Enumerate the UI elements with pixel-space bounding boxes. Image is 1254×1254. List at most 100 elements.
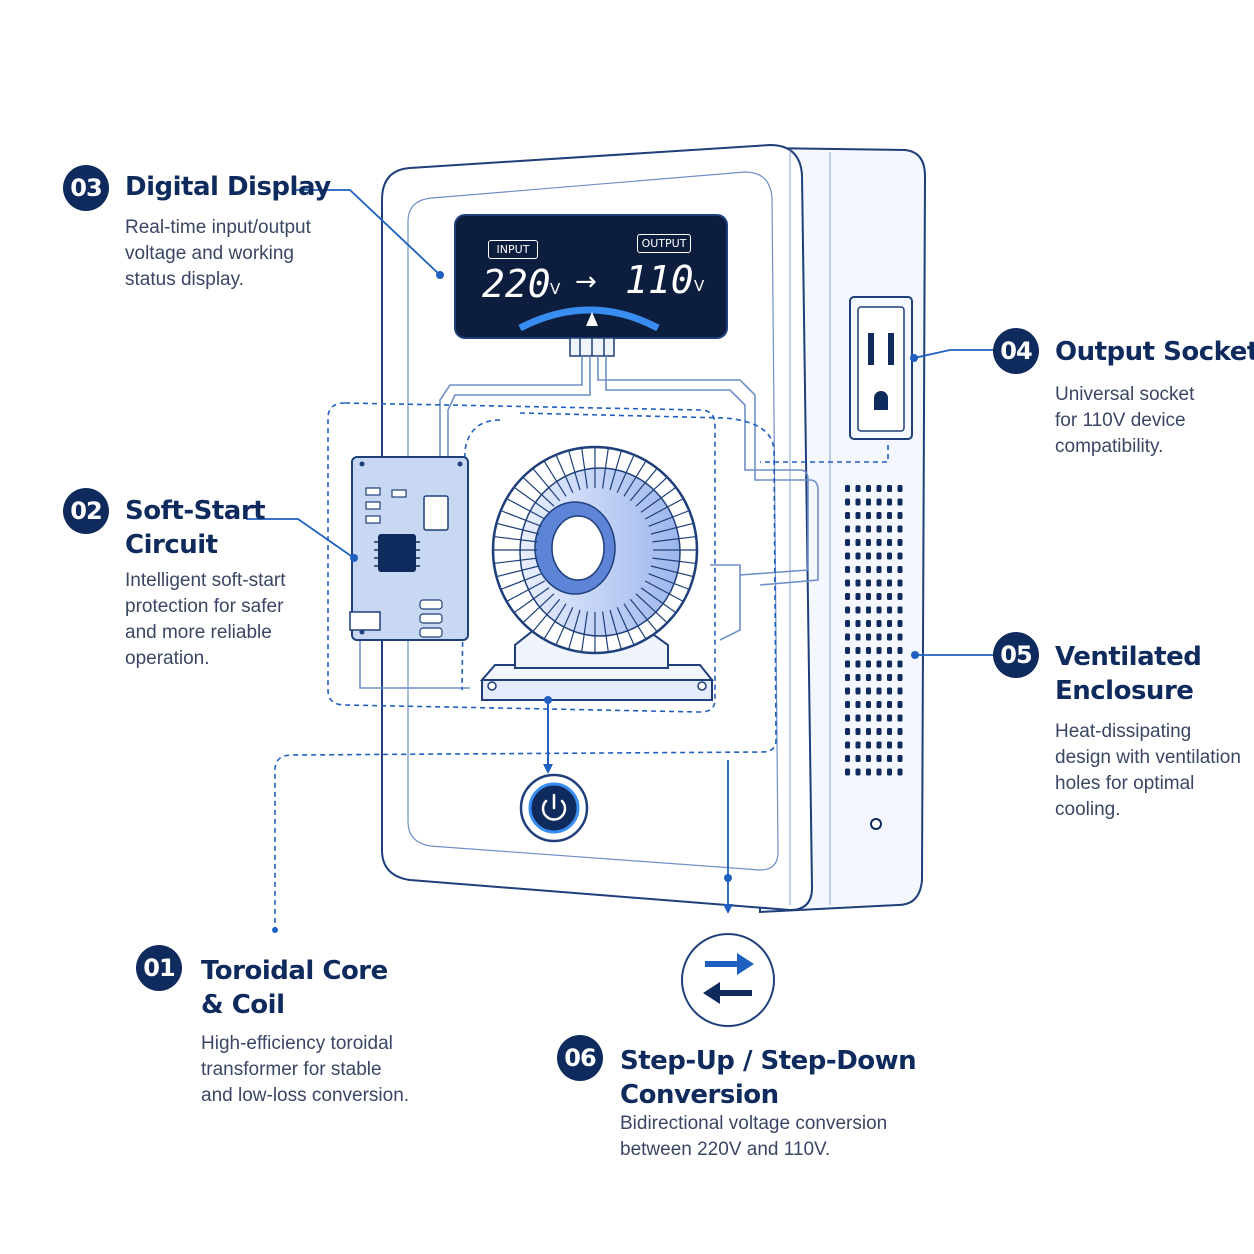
callout-title: Step-Up / Step-Down Conversion xyxy=(620,1046,917,1110)
vent-hole xyxy=(897,525,903,533)
vent-hole xyxy=(845,606,850,614)
vent-hole xyxy=(845,485,850,492)
coil-winding xyxy=(635,477,667,507)
coil-winding xyxy=(609,609,622,649)
outlet-icon[interactable] xyxy=(849,296,913,440)
vent-hole xyxy=(876,566,882,573)
vent-hole xyxy=(855,620,861,627)
vent-hole xyxy=(845,620,850,627)
vent-hole xyxy=(876,593,882,600)
vent-hole xyxy=(855,768,861,776)
vent-hole xyxy=(845,741,850,749)
vent-hole xyxy=(876,755,882,762)
vent-hole xyxy=(887,593,892,600)
callout-number-badge: 06 xyxy=(557,1035,603,1081)
vent-hole xyxy=(876,687,882,695)
vent-hole xyxy=(876,674,882,681)
display-connector xyxy=(569,337,615,357)
callout-number-badge: 04 xyxy=(993,328,1039,374)
dashed-highlight-outlines xyxy=(274,402,889,935)
vent-hole xyxy=(855,633,861,641)
lcd-input-value: 220 xyxy=(482,262,551,306)
toroid-icon xyxy=(479,445,715,701)
vent-hole xyxy=(876,647,882,654)
internal-wiring xyxy=(359,356,819,689)
vent-hole xyxy=(855,728,861,735)
vent-hole xyxy=(855,741,861,749)
vent-hole xyxy=(855,498,861,506)
vent-hole xyxy=(855,485,861,492)
coil-winding xyxy=(523,593,555,623)
coil-winding xyxy=(650,565,693,577)
vent-hole xyxy=(876,728,882,735)
vent-hole xyxy=(845,714,850,722)
callout-number-badge: 02 xyxy=(63,488,109,534)
coil-winding xyxy=(555,607,574,645)
vent-hole xyxy=(897,687,903,695)
power-button-icon[interactable] xyxy=(519,773,589,843)
vent-hole xyxy=(887,579,892,587)
vent-hole xyxy=(887,755,892,762)
vent-hole xyxy=(866,620,871,627)
vent-hole xyxy=(845,728,850,735)
coil-winding xyxy=(501,573,542,590)
vent-hole xyxy=(897,593,903,600)
coil-winding xyxy=(602,448,609,489)
vent-hole xyxy=(887,687,892,695)
callout-description: Heat-dissipating design with ventilation… xyxy=(1055,721,1241,820)
vent-hole xyxy=(887,674,892,681)
callout-title: Ventilated Enclosure xyxy=(1055,642,1202,706)
vent-hole xyxy=(897,498,903,506)
vent-hole xyxy=(887,539,892,546)
vent-hole xyxy=(845,512,850,519)
vent-hole xyxy=(866,512,871,519)
lcd-arrow: → xyxy=(575,267,597,297)
coil-winding xyxy=(507,498,546,520)
lcd-input-unit: V xyxy=(550,280,561,298)
vent-hole xyxy=(855,701,861,708)
vent-hole xyxy=(897,701,903,708)
vent-hole xyxy=(887,633,892,641)
vent-hole xyxy=(897,660,903,668)
circuit-board-icon xyxy=(349,456,469,641)
callout-number-badge: 05 xyxy=(993,632,1039,678)
vent-hole xyxy=(866,633,871,641)
coil-winding xyxy=(616,455,635,493)
callout-number-badge: 01 xyxy=(136,945,182,991)
coil-winding xyxy=(616,607,635,645)
vent-hole xyxy=(876,660,882,668)
vent-hole xyxy=(876,768,882,776)
callout-description: Bidirectional voltage conversion between… xyxy=(620,1113,888,1160)
vent-hole xyxy=(855,512,861,519)
vent-hole xyxy=(845,633,850,641)
coil-winding xyxy=(650,523,693,535)
coil-winding xyxy=(640,487,676,513)
vent-hole xyxy=(897,714,903,722)
vent-hole xyxy=(855,552,861,560)
leader-arrowhead xyxy=(723,904,733,914)
vent-hole xyxy=(876,714,882,722)
vent-hole xyxy=(866,741,871,749)
vent-hole xyxy=(897,755,903,762)
vent-hole xyxy=(845,755,850,762)
vent-hole xyxy=(897,728,903,735)
coil-winding xyxy=(497,565,540,577)
vent-hole xyxy=(887,660,892,668)
vent-hole xyxy=(876,498,882,506)
coil-winding xyxy=(533,598,561,632)
coil-winding xyxy=(507,580,546,602)
vent-hole xyxy=(866,552,871,560)
vent-hole xyxy=(855,687,861,695)
vent-hole xyxy=(887,566,892,573)
coil-winding xyxy=(623,461,647,497)
coil-winding xyxy=(609,451,622,491)
leader-dots xyxy=(272,271,919,933)
lcd-input-label: INPUT xyxy=(488,240,538,259)
vent-hole xyxy=(866,714,871,722)
vent-hole xyxy=(855,525,861,533)
vent-hole xyxy=(866,579,871,587)
vent-hole xyxy=(866,539,871,546)
leader-lines xyxy=(246,189,995,912)
vent-hole xyxy=(876,525,882,533)
vent-hole xyxy=(866,566,871,573)
